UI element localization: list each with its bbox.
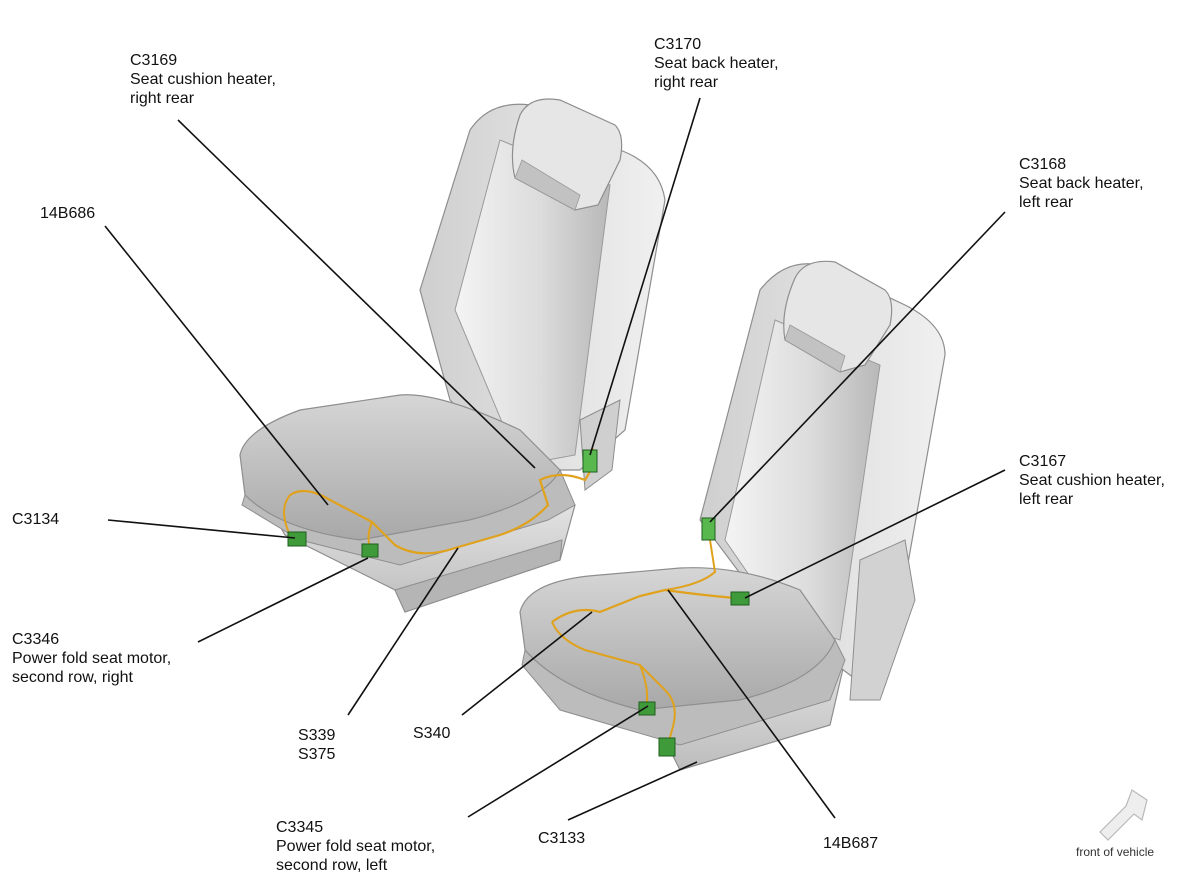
callout-code: S340 xyxy=(413,725,451,742)
connector-c3346 xyxy=(361,543,379,558)
leader-14b686 xyxy=(104,225,329,506)
callout-desc: Seat cushion heater, xyxy=(130,71,276,88)
callout-c3133: C3133 xyxy=(538,829,585,848)
leader-c3346 xyxy=(197,557,369,643)
leader-s339 xyxy=(347,547,459,716)
leader-c3133 xyxy=(567,761,698,821)
arrow-front-icon xyxy=(1099,789,1148,841)
callout-c3134: C3134 xyxy=(12,510,59,529)
callout-desc: right rear xyxy=(654,74,719,91)
callout-s340: S340 xyxy=(413,724,450,743)
leader-c3168 xyxy=(709,211,1006,523)
callout-desc: left rear xyxy=(1019,491,1074,508)
front-of-vehicle-label: front of vehicle xyxy=(1076,845,1155,859)
leader-c3167 xyxy=(744,469,1006,599)
callout-desc: second row, left xyxy=(276,857,388,874)
leader-s340 xyxy=(461,611,593,716)
leader-c3345 xyxy=(467,705,649,818)
callout-c3168: C3168 Seat back heater, left rear xyxy=(1019,155,1144,212)
callout-code: S375 xyxy=(298,746,336,763)
leader-c3170 xyxy=(589,97,701,456)
callout-c3345: C3345 Power fold seat motor, second row,… xyxy=(276,818,435,875)
callout-code: C3346 xyxy=(12,631,60,648)
connector-c3168 xyxy=(701,517,716,541)
callout-desc: Seat back heater, xyxy=(654,55,779,72)
leader-lines xyxy=(104,97,1006,821)
callout-c3167: C3167 Seat cushion heater, left rear xyxy=(1019,452,1165,509)
callout-code: C3167 xyxy=(1019,453,1067,470)
callout-code: C3170 xyxy=(654,36,702,53)
seat-left-rear xyxy=(519,260,946,771)
callout-c3169: C3169 Seat cushion heater, right rear xyxy=(130,51,276,108)
seat-right-rear xyxy=(239,98,666,613)
callout-code: 14B686 xyxy=(40,205,96,222)
callout-desc: Power fold seat motor, xyxy=(276,838,436,855)
callout-desc: Seat cushion heater, xyxy=(1019,472,1165,489)
callout-code: C3134 xyxy=(12,511,60,528)
callout-14b686: 14B686 xyxy=(40,204,95,223)
leader-14b687 xyxy=(667,589,836,819)
callout-code: S339 xyxy=(298,727,336,744)
callout-c3170: C3170 Seat back heater, right rear xyxy=(654,35,779,92)
leader-c3169 xyxy=(177,119,536,469)
leader-c3134 xyxy=(107,519,296,539)
callout-14b687: 14B687 xyxy=(823,834,878,853)
connector-c3345 xyxy=(638,701,656,716)
connector-c3167 xyxy=(730,591,750,606)
callout-code: C3133 xyxy=(538,830,586,847)
callout-c3346: C3346 Power fold seat motor, second row,… xyxy=(12,630,171,687)
callout-code: C3169 xyxy=(130,52,178,69)
connector-c3170 xyxy=(582,449,598,473)
connector-c3134 xyxy=(287,531,307,547)
callout-code: C3345 xyxy=(276,819,324,836)
callout-desc: right rear xyxy=(130,90,195,107)
callout-s339: S339 S375 xyxy=(298,726,335,764)
connector-c3133 xyxy=(658,737,676,757)
callout-desc: left rear xyxy=(1019,194,1074,211)
callout-desc: Power fold seat motor, xyxy=(12,650,172,667)
callout-code: C3168 xyxy=(1019,156,1067,173)
callout-code: 14B687 xyxy=(823,835,879,852)
callout-desc: Seat back heater, xyxy=(1019,175,1144,192)
callout-desc: second row, right xyxy=(12,669,133,686)
